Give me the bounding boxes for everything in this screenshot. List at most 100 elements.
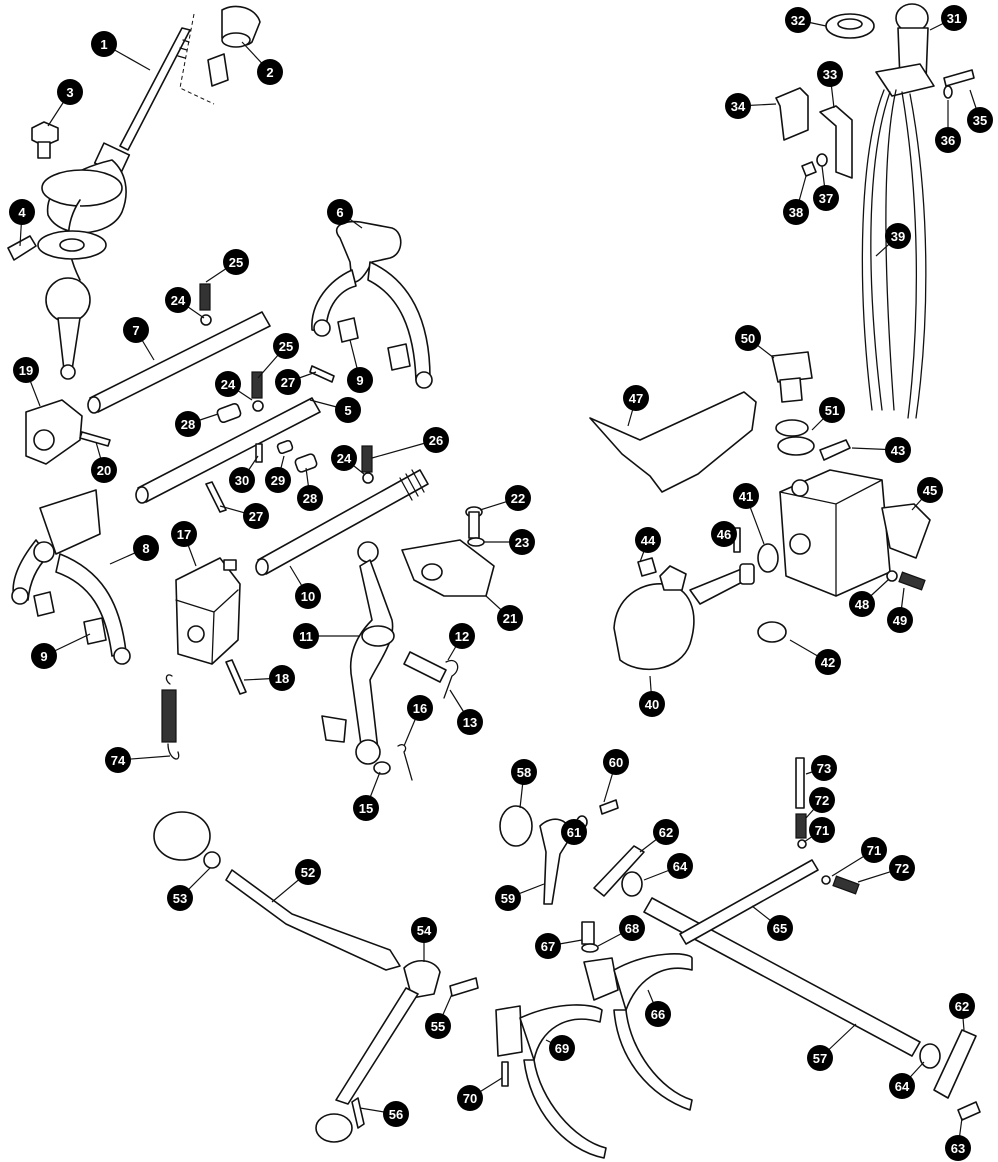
callout-number: 58 (517, 765, 531, 780)
callout-number: 74 (111, 753, 126, 768)
callout-number: 70 (463, 1091, 477, 1106)
part-cup-32 (825, 13, 875, 39)
callout-circle (949, 993, 975, 1019)
callout-circle (293, 623, 319, 649)
callout-number: 57 (813, 1051, 827, 1066)
callout-circle (733, 483, 759, 509)
callout-number: 23 (515, 535, 529, 550)
callout-54: 54 (411, 917, 437, 943)
callout-51: 51 (819, 397, 845, 423)
callout-number: 61 (567, 825, 581, 840)
callout-28: 28 (175, 411, 201, 437)
callout-68: 68 (619, 915, 645, 941)
callout-53: 53 (167, 885, 193, 911)
part-ball-24c (362, 472, 374, 484)
callout-number: 2 (266, 65, 273, 80)
callout-circle (171, 521, 197, 547)
callout-number: 45 (923, 483, 937, 498)
callout-17: 17 (171, 521, 197, 547)
part-roller-29 (276, 439, 294, 455)
callout-number: 39 (891, 229, 905, 244)
callout-33: 33 (817, 61, 843, 87)
callout-circle (497, 605, 523, 631)
callout-circle (275, 369, 301, 395)
callout-circle (809, 787, 835, 813)
callout-circle (215, 371, 241, 397)
callout-circle (9, 199, 35, 225)
callout-number: 8 (142, 541, 149, 556)
part-bolt-63 (957, 1101, 981, 1121)
callout-number: 26 (429, 433, 443, 448)
callout-44: 44 (635, 527, 661, 553)
callout-42: 42 (815, 649, 841, 675)
callout-66: 66 (645, 1001, 671, 1027)
part-pin-30 (255, 443, 263, 463)
callout-number: 60 (609, 755, 623, 770)
callout-50: 50 (735, 325, 761, 351)
callout-circle (535, 933, 561, 959)
part-bracket-33 (819, 105, 853, 179)
callout-49: 49 (887, 607, 913, 633)
callout-circle (735, 325, 761, 351)
part-shift-fork-6 (311, 220, 433, 389)
callout-number: 10 (301, 589, 315, 604)
callout-circle (265, 467, 291, 493)
callout-number: 22 (511, 491, 525, 506)
part-clamp-21 (401, 539, 495, 597)
callout-circle (603, 749, 629, 775)
callout-8: 8 (133, 535, 159, 561)
callout-number: 66 (651, 1007, 665, 1022)
callout-circle (423, 427, 449, 453)
callout-24: 24 (165, 287, 191, 313)
callout-number: 9 (40, 649, 47, 664)
part-washer-23 (467, 537, 485, 547)
callout-circle (407, 695, 433, 721)
callout-35: 35 (967, 107, 993, 133)
callout-45: 45 (917, 477, 943, 503)
callout-circle (295, 859, 321, 885)
callout-number: 12 (455, 629, 469, 644)
callout-38: 38 (783, 199, 809, 225)
callout-circle (917, 477, 943, 503)
part-roller-28a (216, 402, 242, 424)
part-washer-37 (816, 153, 828, 167)
part-flange-62a (593, 845, 645, 897)
part-ball-71b (821, 875, 831, 885)
part-shift-fork-8 (11, 489, 131, 665)
callout-63: 63 (945, 1135, 971, 1161)
callout-number: 19 (19, 363, 33, 378)
callout-52: 52 (295, 859, 321, 885)
callout-number: 62 (659, 825, 673, 840)
callout-21: 21 (497, 605, 523, 631)
part-block-17 (175, 557, 241, 665)
part-bracket-34 (775, 87, 809, 141)
callout-number: 4 (18, 205, 26, 220)
callout-64: 64 (667, 853, 693, 879)
part-pin-18 (225, 659, 247, 695)
callout-circle (783, 199, 809, 225)
part-housing-45 (779, 469, 931, 597)
callout-circle (335, 397, 361, 423)
parts-drawing (7, 3, 981, 1159)
callout-27: 27 (275, 369, 301, 395)
callout-40: 40 (639, 691, 665, 717)
callout-number: 50 (741, 331, 755, 346)
callout-number: 55 (431, 1019, 445, 1034)
part-spring-74 (161, 674, 180, 760)
callout-39: 39 (885, 223, 911, 249)
callout-10: 10 (295, 583, 321, 609)
callout-circle (327, 199, 353, 225)
callout-circle (623, 385, 649, 411)
callout-59: 59 (495, 885, 521, 911)
part-clamp-54 (315, 960, 441, 1143)
callout-circle (13, 357, 39, 383)
callout-circle (807, 1045, 833, 1071)
callout-number: 54 (417, 923, 432, 938)
callout-number: 11 (299, 629, 313, 644)
part-spring-25b (251, 371, 263, 399)
part-pin-73 (795, 757, 805, 809)
callout-62: 62 (949, 993, 975, 1019)
part-shift-rods (87, 311, 429, 576)
callout-number: 49 (893, 613, 907, 628)
